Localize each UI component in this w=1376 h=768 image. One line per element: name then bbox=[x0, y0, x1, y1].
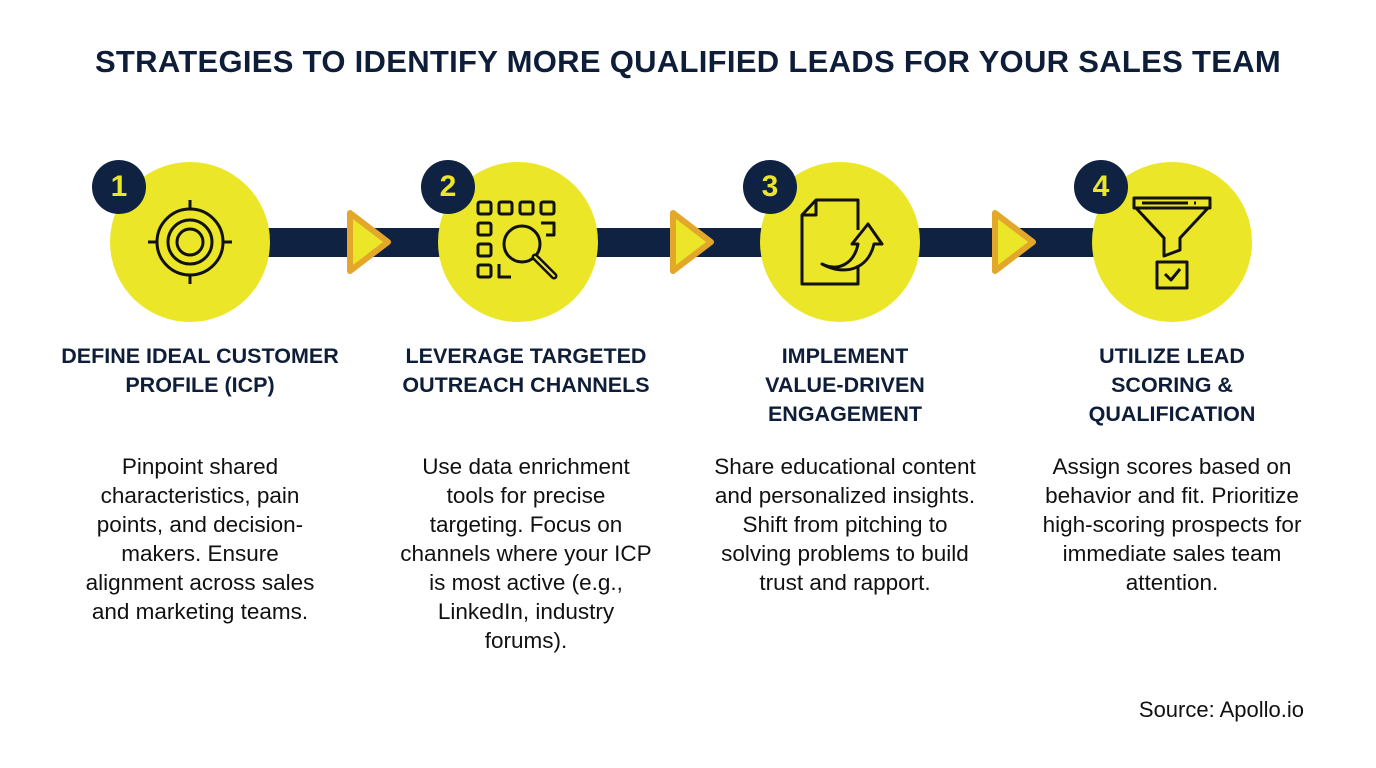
step-2-description: Use data enrichment tools for precise ta… bbox=[400, 454, 652, 653]
document-share-icon bbox=[800, 198, 884, 286]
step-2-title: LEVERAGE TARGETED OUTREACH CHANNELS bbox=[402, 344, 650, 397]
step-3-number-badge: 3 bbox=[743, 160, 797, 214]
infographic-title: STRATEGIES TO IDENTIFY MORE QUALIFIED LE… bbox=[94, 44, 1282, 79]
step-1-text: DEFINE IDEAL CUSTOMER PROFILE (ICP) Pinp… bbox=[50, 342, 350, 626]
step-2-number-badge: 2 bbox=[421, 160, 475, 214]
step-4-text: UTILIZE LEAD SCORING & QUALIFICATION Ass… bbox=[1022, 342, 1322, 597]
grid-search-icon bbox=[476, 200, 558, 280]
step-3-title: IMPLEMENT VALUE-DRIVEN ENGAGEMENT bbox=[765, 344, 925, 426]
step-4-title: UTILIZE LEAD SCORING & QUALIFICATION bbox=[1088, 344, 1256, 426]
step-1-number-badge: 1 bbox=[92, 160, 146, 214]
step-3-description: Share educational content and personaliz… bbox=[714, 454, 976, 595]
step-2-text: LEVERAGE TARGETED OUTREACH CHANNELS Use … bbox=[376, 342, 676, 655]
step-3-text: IMPLEMENT VALUE-DRIVEN ENGAGEMENT Share … bbox=[695, 342, 995, 597]
arrow-right-icon bbox=[670, 210, 714, 274]
step-4-description: Assign scores based on behavior and fit.… bbox=[1042, 454, 1302, 595]
arrow-right-icon bbox=[347, 210, 391, 274]
step-4-number-badge: 4 bbox=[1074, 160, 1128, 214]
target-icon bbox=[148, 200, 232, 284]
source-caption: Source: Apollo.io bbox=[1138, 697, 1304, 722]
arrow-right-icon bbox=[992, 210, 1036, 274]
step-1-description: Pinpoint shared characteristics, pain po… bbox=[85, 454, 315, 624]
funnel-check-icon bbox=[1132, 196, 1212, 290]
step-1-title: DEFINE IDEAL CUSTOMER PROFILE (ICP) bbox=[61, 344, 339, 397]
